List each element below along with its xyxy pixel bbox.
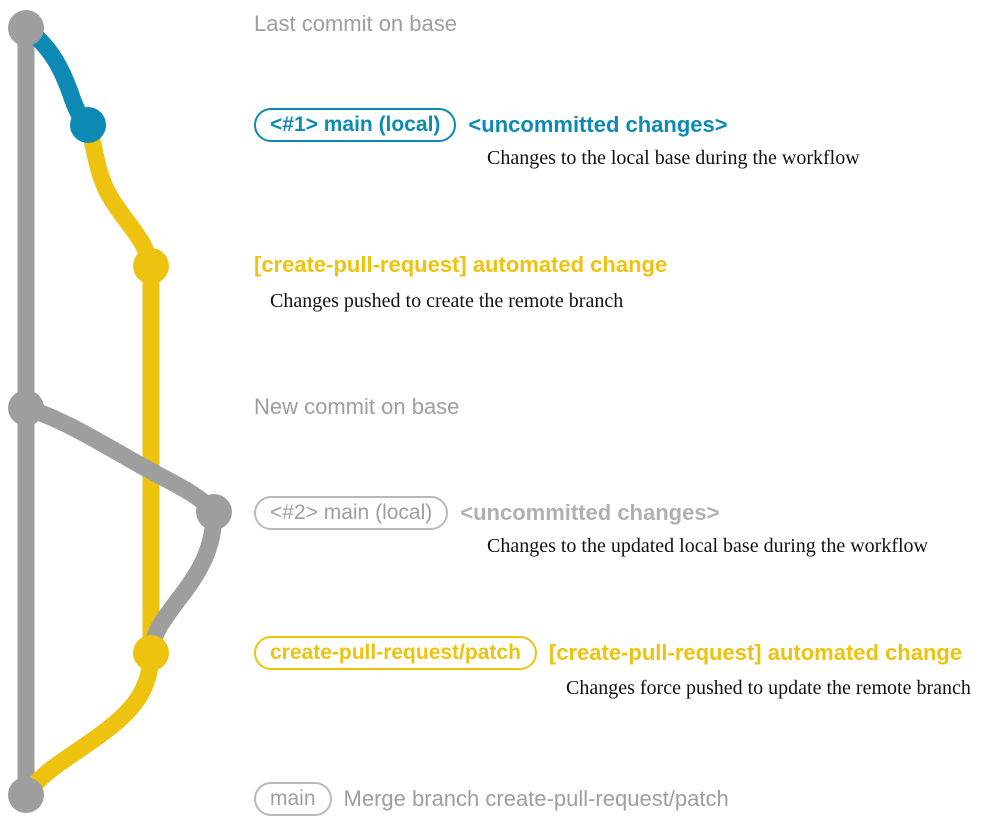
commit-node-patch-2 — [133, 635, 169, 671]
commit-subject: Merge branch create-pull-request/patch — [343, 786, 729, 811]
edge-patch2-to-merge — [17, 644, 160, 804]
commit-row-base-new: New commit on base — [254, 396, 459, 418]
commit-row-local-1: <#1> main (local) <uncommitted changes> — [254, 108, 728, 142]
commit-row-base-top: Last commit on base — [254, 13, 457, 35]
commit-node-local-1 — [70, 107, 106, 143]
commit-node-local-2 — [196, 494, 232, 530]
branch-badge-patch-2[interactable]: create-pull-request/patch — [254, 636, 537, 670]
commit-note-local-1: Changes to the local base during the wor… — [487, 147, 860, 169]
edge-local2-to-patch2 — [142, 503, 223, 662]
commit-subject: [create-pull-request] automated change — [548, 640, 963, 665]
commit-row-patch-1: [create-pull-request] automated change — [254, 254, 667, 276]
edge-local1-to-patch1 — [79, 116, 160, 275]
commit-subject: New commit on base — [254, 394, 460, 419]
commit-row-local-2: <#2> main (local) <uncommitted changes> — [254, 496, 719, 530]
edge-basenew-to-local2 — [17, 399, 223, 521]
commit-row-patch-2: create-pull-request/patch [create-pull-r… — [254, 636, 962, 670]
commit-note-patch-2: Changes force pushed to update the remot… — [566, 677, 971, 699]
commit-note-patch-1: Changes pushed to create the remote bran… — [270, 290, 624, 312]
branch-badge-main[interactable]: main — [254, 782, 332, 816]
branch-badge-local-2[interactable]: <#2> main (local) — [254, 496, 449, 530]
commit-note-local-2: Changes to the updated local base during… — [487, 535, 928, 557]
branch-badge-local-1[interactable]: <#1> main (local) — [254, 108, 457, 142]
commit-row-base-merge-commit: main Merge branch create-pull-request/pa… — [254, 782, 729, 816]
commit-node-patch-1 — [133, 248, 169, 284]
commit-subject: <uncommitted changes> — [460, 500, 720, 525]
commit-subject: <uncommitted changes> — [468, 112, 728, 137]
commit-node-base-top — [8, 10, 44, 46]
commit-subject: [create-pull-request] automated change — [254, 252, 668, 277]
commit-nodes — [8, 10, 232, 813]
commit-node-base-new — [8, 390, 44, 426]
commit-subject: Last commit on base — [254, 11, 457, 36]
commit-node-base-merge-commit — [8, 777, 44, 813]
